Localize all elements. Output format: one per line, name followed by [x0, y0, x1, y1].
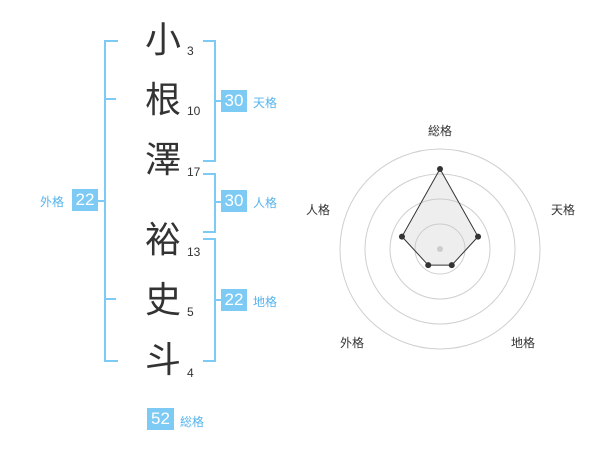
- gaikaku-badge: 22: [72, 189, 98, 211]
- radar-chart: [339, 148, 541, 350]
- stroke-count-5: 5: [187, 305, 194, 319]
- radar-point-4: [425, 262, 432, 269]
- tenkaku-label: 天格: [253, 96, 278, 110]
- name-char-3: 澤: [144, 140, 181, 181]
- radar-point-1: [437, 166, 443, 172]
- bracket-connector: [214, 100, 221, 102]
- stroke-count-1: 3: [187, 44, 194, 58]
- bracket-connector: [214, 201, 221, 203]
- chikaku-label: 地格: [253, 295, 278, 309]
- radar-axis-label-gaikaku: 外格: [340, 336, 365, 350]
- bracket-connector: [214, 299, 221, 301]
- bracket-tick: [104, 298, 116, 300]
- radar-series-polygon: [401, 167, 479, 266]
- radar-point-3: [448, 262, 455, 269]
- jinkaku-label: 人格: [253, 196, 278, 210]
- radar-point-2: [475, 233, 482, 240]
- radar-axis-label-soukaku: 総格: [428, 124, 453, 138]
- jinkaku-bracket: [203, 173, 216, 233]
- name-char-2: 根: [144, 80, 181, 121]
- name-char-1: 小: [144, 20, 181, 61]
- radar-ring: [414, 223, 466, 275]
- radar-point-5: [398, 233, 405, 240]
- jinkaku-badge: 30: [221, 190, 247, 212]
- soukaku-badge: 52: [147, 408, 174, 430]
- stroke-count-6: 4: [187, 366, 194, 380]
- soukaku-label: 総格: [180, 415, 205, 429]
- gaikaku-bracket: [104, 40, 118, 362]
- name-char-6: 斗: [144, 340, 181, 381]
- name-char-5: 史: [144, 280, 181, 321]
- bracket-connector: [94, 200, 104, 202]
- radar-center-dot: [437, 246, 443, 252]
- radar-axis-label-tenkaku: 天格: [551, 203, 576, 217]
- radar-ring: [364, 173, 516, 325]
- tenkaku-badge: 30: [221, 90, 247, 112]
- radar-axis-label-chikaku: 地格: [511, 336, 536, 350]
- bracket-tick: [104, 98, 116, 100]
- gaikaku-label: 外格: [40, 195, 65, 209]
- radar-ring: [389, 198, 491, 300]
- stroke-count-4: 13: [187, 245, 201, 259]
- chikaku-badge: 22: [221, 289, 247, 311]
- stroke-count-2: 10: [187, 104, 201, 118]
- radar-ring: [339, 148, 541, 350]
- name-char-4: 裕: [144, 220, 181, 261]
- radar-axis-label-jinkaku: 人格: [306, 203, 331, 217]
- stroke-count-3: 17: [187, 165, 201, 179]
